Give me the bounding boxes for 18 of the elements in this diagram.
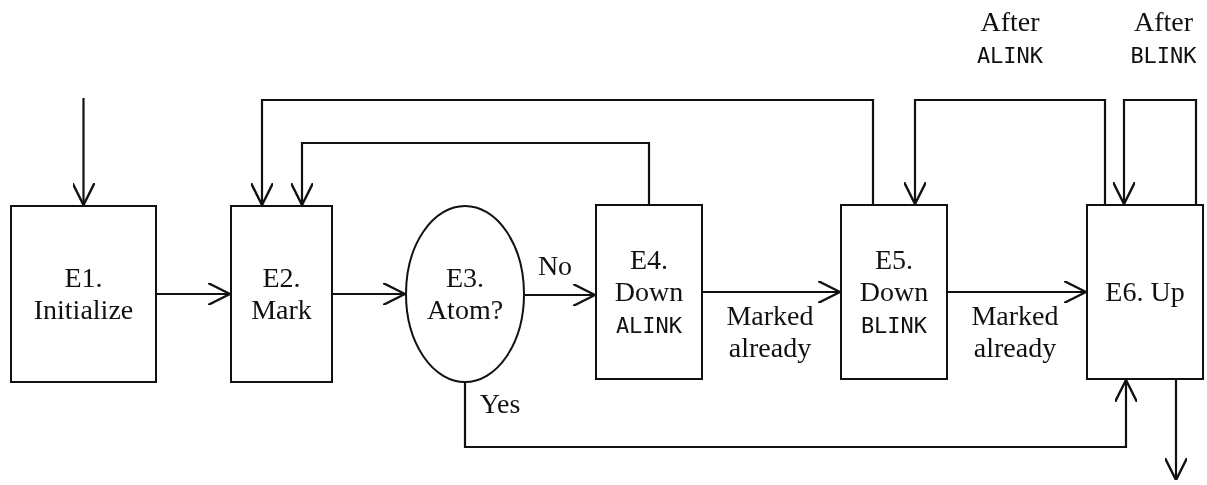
edge-label: Yes: [478, 388, 522, 421]
node-label: E2. Mark: [250, 261, 313, 327]
process-box: [230, 205, 333, 383]
process-box: [840, 204, 948, 380]
node-label: E6. Up: [1105, 275, 1185, 309]
edge-label: After ALINK: [975, 6, 1045, 71]
edge-label: No: [536, 250, 574, 283]
node-label: E4. Down ALINK: [613, 243, 685, 341]
process-box: [10, 205, 157, 383]
node-label: E5. Down BLINK: [858, 243, 930, 341]
edge-label: Marked already: [725, 300, 815, 365]
edge-label: After BLINK: [1129, 6, 1198, 71]
decision-ellipse: [405, 205, 525, 383]
process-box: [1086, 204, 1204, 380]
process-box: [595, 204, 703, 380]
node-label: E3. Atom?: [425, 261, 505, 327]
edge-label: Marked already: [970, 300, 1060, 365]
node-label: E1. Initialize: [32, 261, 135, 327]
